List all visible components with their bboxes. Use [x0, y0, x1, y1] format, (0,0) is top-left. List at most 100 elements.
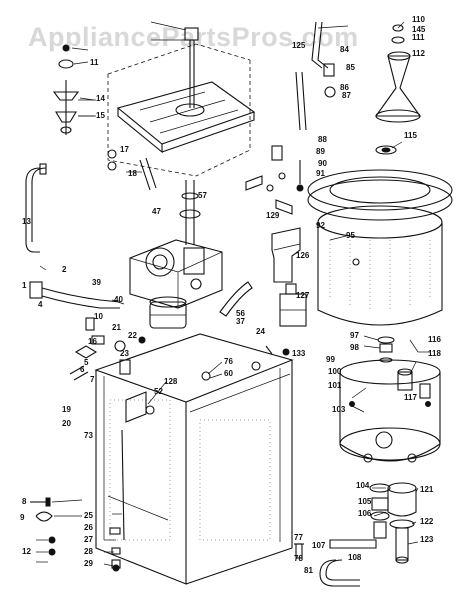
callout-label: 98 — [350, 343, 359, 352]
callout-label: 17 — [120, 145, 129, 154]
callout-label: 40 — [114, 295, 123, 304]
callout-label: 112 — [412, 49, 425, 58]
callout-label: 24 — [256, 327, 265, 336]
callout-label: 84 — [340, 45, 349, 54]
watermark-text: AppliancePartsPros.com — [28, 22, 359, 52]
callout-label: 127 — [296, 291, 310, 300]
snubber-parts — [245, 145, 304, 215]
callout-label: 117 — [404, 393, 417, 402]
callout-label: 14 — [96, 94, 105, 103]
fill-hose-125 — [295, 21, 336, 131]
callout-label: 118 — [428, 349, 441, 358]
spin-basket — [317, 205, 443, 326]
callout-label: 7 — [90, 375, 95, 384]
loose-hardware-left — [30, 497, 56, 563]
callout-label: 56 — [236, 309, 245, 318]
callout-label: 110 — [412, 15, 425, 24]
clip-24 — [265, 345, 273, 355]
callout-label: 12 — [22, 547, 31, 556]
callout-label: 77 — [294, 533, 303, 542]
callout-label: 8 — [22, 497, 27, 506]
callout-label: 97 — [350, 331, 359, 340]
callout-label: 81 — [304, 566, 313, 575]
callout-label: 13 — [22, 217, 31, 226]
callout-label: 100 — [328, 367, 342, 376]
callout-label: 116 — [428, 335, 441, 344]
callout-label: 5 — [84, 358, 89, 367]
callout-label: 133 — [292, 349, 306, 358]
hose-39 — [41, 287, 121, 303]
callout-label: 86 — [340, 83, 349, 92]
callout-label: 26 — [84, 523, 93, 532]
callout-label: 108 — [348, 553, 362, 562]
cover-plate — [116, 27, 256, 154]
cap-115 — [375, 145, 397, 155]
callout-label: 78 — [294, 554, 303, 563]
agitator — [374, 24, 422, 123]
callout-label: 123 — [420, 535, 434, 544]
callout-label: 28 — [84, 547, 93, 556]
top-assembly-outline — [107, 43, 251, 177]
callout-label: 121 — [420, 485, 434, 494]
pump-housing — [387, 482, 417, 564]
callout-label: 92 — [316, 221, 325, 230]
callout-label: 90 — [318, 159, 327, 168]
hose-13 — [25, 167, 41, 253]
callout-label: 101 — [328, 381, 342, 390]
callout-label: 1 — [22, 281, 27, 290]
callout-label: 27 — [84, 535, 93, 544]
callout-label: 2 — [62, 265, 67, 274]
callout-label: 15 — [96, 111, 105, 120]
water-valve — [271, 227, 301, 283]
callout-label: 91 — [316, 169, 325, 178]
callout-label: 19 — [62, 405, 71, 414]
callout-labels: 1245678910111213141516171819202122232425… — [20, 15, 441, 575]
rod-73 — [121, 429, 125, 541]
callout-label: 85 — [346, 63, 355, 72]
pump-motor — [149, 296, 187, 329]
callout-label: 103 — [332, 405, 346, 414]
callout-label: 10 — [94, 312, 103, 321]
hose-13-inner — [31, 167, 47, 242]
link-18 — [139, 157, 157, 191]
callout-label: 107 — [312, 541, 326, 550]
hose-39-inner — [41, 295, 120, 309]
callout-label: 76 — [224, 357, 233, 366]
callout-label: 60 — [224, 369, 233, 378]
washer-cabinet — [94, 333, 294, 585]
leader-lines — [39, 21, 419, 567]
callout-label: 88 — [318, 135, 327, 144]
bracket-56 — [219, 281, 253, 317]
callout-label: 106 — [358, 509, 372, 518]
timer-switch-127 — [279, 283, 307, 327]
tub-side-parts — [397, 351, 431, 399]
callout-label: 21 — [112, 323, 121, 332]
callout-label: 25 — [84, 511, 93, 520]
callout-label: 52 — [154, 387, 163, 396]
pump-assembly — [319, 483, 391, 587]
bolt-77 — [294, 543, 304, 559]
center-fittings — [377, 336, 395, 363]
callout-label: 111 — [412, 33, 425, 42]
leveling-legs — [109, 513, 122, 572]
callout-label: 11 — [90, 58, 99, 67]
callout-label: 122 — [420, 517, 434, 526]
callout-label: 104 — [356, 481, 370, 490]
outer-tub — [339, 359, 441, 463]
callout-label: 18 — [128, 169, 137, 178]
callout-label: 39 — [92, 278, 101, 287]
callout-label: 145 — [412, 25, 426, 34]
callout-label: 99 — [326, 355, 335, 364]
callout-label: 22 — [128, 331, 137, 340]
callout-label: 29 — [84, 559, 93, 568]
callout-label: 47 — [152, 207, 161, 216]
callout-label: 4 — [38, 300, 43, 309]
callout-label: 57 — [198, 191, 207, 200]
callout-label: 23 — [120, 349, 129, 358]
callout-label: 105 — [358, 497, 372, 506]
callout-label: 20 — [62, 419, 71, 428]
callout-label: 87 — [342, 91, 351, 100]
callout-label: 126 — [296, 251, 310, 260]
callout-label: 37 — [236, 317, 245, 326]
